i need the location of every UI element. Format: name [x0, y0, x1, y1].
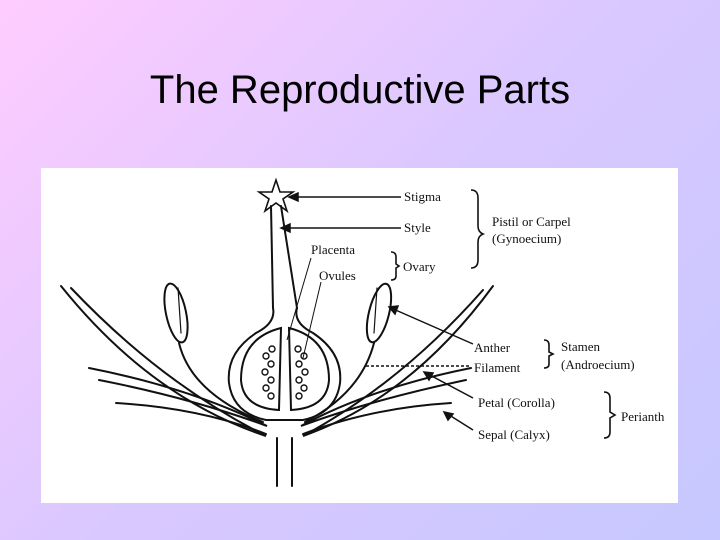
label-placenta: Placenta [311, 242, 355, 257]
label-ovary: Ovary [403, 259, 436, 274]
label-pistil: Pistil or Carpel [492, 214, 571, 229]
arrow-style [279, 222, 291, 234]
sepal-lower-left [115, 402, 267, 435]
anther-right [365, 282, 393, 344]
label-perianth: Perianth [621, 409, 665, 424]
anther-right-line [373, 287, 378, 334]
slide-title: The Reproductive Parts [149, 68, 571, 112]
label-stamen: Stamen [561, 339, 600, 354]
ovary-wall [227, 307, 342, 421]
arrow-stigma [287, 191, 299, 203]
stigma [256, 177, 296, 214]
label-petal: Petal (Corolla) [478, 395, 555, 410]
leader-ovules [302, 281, 322, 359]
leader-petal [425, 372, 474, 399]
label-style: Style [404, 220, 431, 235]
leader-anther [390, 307, 474, 345]
brace-ovary [390, 251, 401, 281]
arrow-sepal [442, 410, 455, 422]
label-ovules: Ovules [319, 268, 356, 283]
filament-left [178, 342, 264, 423]
brace-pistil [470, 189, 486, 269]
arrow-anther [387, 305, 400, 316]
label-anther: Anther [474, 340, 511, 355]
ovary-chamber-left [239, 326, 283, 412]
sepal-right [302, 285, 494, 437]
style-left [270, 205, 274, 309]
label-stigma: Stigma [404, 189, 441, 204]
brace-perianth [603, 391, 617, 439]
petal-right [300, 367, 472, 427]
label-sepal: Sepal (Calyx) [478, 427, 550, 442]
ovary-chamber-right [287, 326, 331, 412]
anther-left [163, 282, 189, 344]
sepal-lower-right [302, 402, 452, 435]
petal-left [88, 367, 268, 427]
ovules-left [261, 345, 276, 400]
label-filament: Filament [474, 360, 521, 375]
label-androecium: (Androecium) [561, 357, 635, 372]
ovules-right [294, 345, 309, 400]
arrow-petal [422, 371, 435, 382]
anther-left-line [177, 287, 182, 334]
label-gynoecium: (Gynoecium) [492, 231, 561, 246]
flower-diagram-svg: Stigma Style Placenta Ovary Ovules Pisti… [60, 177, 665, 487]
style-right [280, 205, 298, 309]
sepal-left [60, 285, 267, 437]
flower-diagram: Stigma Style Placenta Ovary Ovules Pisti… [41, 168, 678, 503]
brace-stamen [543, 339, 555, 369]
leader-placenta [286, 257, 312, 341]
